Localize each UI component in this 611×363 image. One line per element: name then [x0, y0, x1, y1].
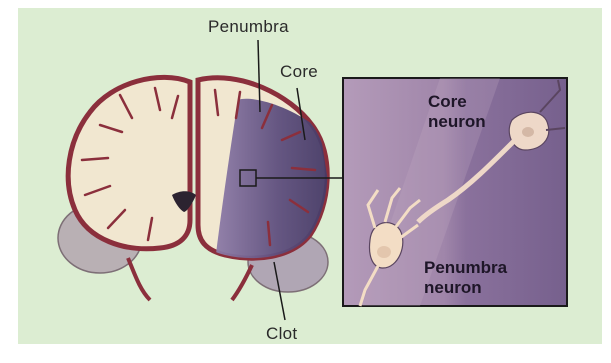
penumbra-label: Penumbra	[208, 17, 289, 37]
penumbra-neuron-label: Penumbra neuron	[424, 258, 507, 298]
core-label: Core	[280, 62, 318, 82]
clot-label: Clot	[266, 324, 297, 344]
core-neuron-line-1: Core	[428, 92, 486, 112]
penumbra-neuron-line-1: Penumbra	[424, 258, 507, 278]
core-neuron-line-2: neuron	[428, 112, 486, 132]
penumbra-neuron-line-2: neuron	[424, 278, 507, 298]
core-neuron-label: Core neuron	[428, 92, 486, 132]
